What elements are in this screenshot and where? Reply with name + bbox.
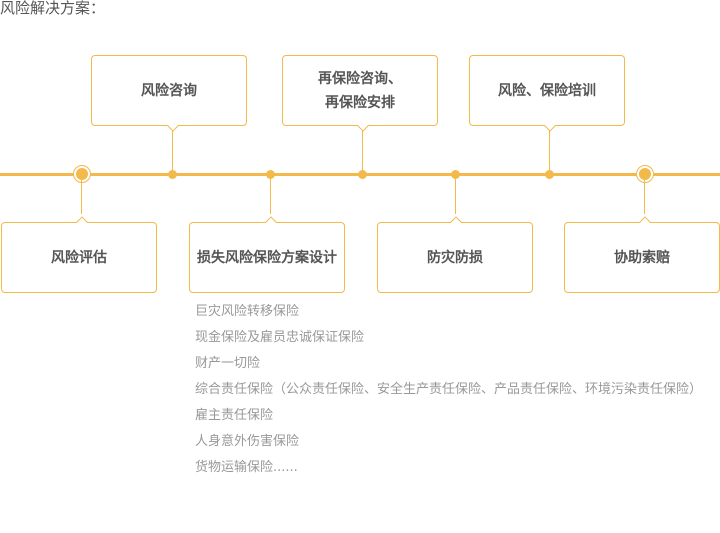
timeline-dot xyxy=(545,170,554,179)
step-insurance-design: 损失风险保险方案设计 xyxy=(189,222,345,293)
list-item: 财产一切险 xyxy=(195,356,261,371)
step-reinsurance: 再保险咨询、 再保险安排 xyxy=(282,55,438,126)
connector-line xyxy=(549,130,550,172)
list-item: 巨灾风险转移保险 xyxy=(195,304,300,319)
step-label: 防灾防损 xyxy=(427,249,483,266)
step-claims-assistance: 协助索赔 xyxy=(564,222,720,293)
timeline-dot xyxy=(266,170,275,179)
step-label: 风险、保险培训 xyxy=(498,82,596,99)
list-item: 现金保险及雇员忠诚保证保险 xyxy=(195,330,365,345)
page-title: 风险解决方案： xyxy=(0,0,106,17)
list-item: 人身意外伤害保险 xyxy=(195,434,300,449)
connector-line xyxy=(455,178,456,214)
step-label-line: 再保险咨询、 xyxy=(318,70,402,87)
connector-line xyxy=(644,180,645,214)
timeline-dot xyxy=(168,170,177,179)
step-label: 风险评估 xyxy=(51,249,107,266)
step-loss-prevention: 防灾防损 xyxy=(377,222,533,293)
timeline-dot xyxy=(358,170,367,179)
timeline-endpoint-dot-right xyxy=(639,168,651,180)
step-label-line: 再保险安排 xyxy=(325,94,395,111)
connector-line xyxy=(362,130,363,172)
connector-line xyxy=(172,130,173,172)
step-label: 损失风险保险方案设计 xyxy=(197,249,337,266)
connector-line xyxy=(81,180,82,214)
step-label: 风险咨询 xyxy=(141,82,197,99)
step-risk-assessment: 风险评估 xyxy=(1,222,157,293)
insurance-product-list: 巨灾风险转移保险 现金保险及雇员忠诚保证保险 财产一切险 综合责任保险（公众责任… xyxy=(195,299,702,481)
step-label: 再保险咨询、 再保险安排 xyxy=(318,67,402,115)
list-item: 雇主责任保险 xyxy=(195,408,274,423)
connector-line xyxy=(270,178,271,214)
step-training: 风险、保险培训 xyxy=(469,55,625,126)
timeline-dot xyxy=(451,170,460,179)
step-risk-consulting: 风险咨询 xyxy=(91,55,247,126)
list-item: 货物运输保险...... xyxy=(195,460,298,475)
list-item: 综合责任保险（公众责任保险、安全生产责任保险、产品责任保险、环境污染责任保险） xyxy=(195,382,703,397)
step-label: 协助索赔 xyxy=(614,249,670,266)
timeline-endpoint-dot-left xyxy=(76,168,88,180)
